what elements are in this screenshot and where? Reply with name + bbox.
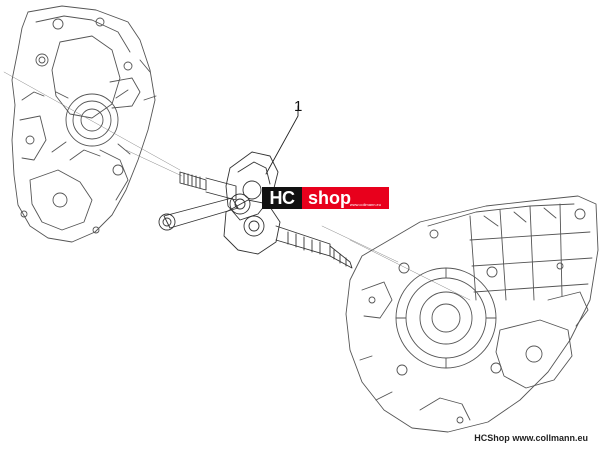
left-crankcase-half [11,5,157,243]
crankshaft-assembly [158,151,353,269]
callout-leader-line [265,105,299,175]
hcshop-logo: HC shop www.collmann.eu [262,187,389,209]
logo-tagline: www.collmann.eu [349,202,381,207]
footer-url: www.collmann.eu [512,433,588,443]
footer-credit: HCShop www.collmann.eu [474,433,588,443]
alignment-lines [3,71,471,301]
logo-shop-text: shop www.collmann.eu [302,187,389,209]
footer-brand: HCShop [474,433,510,443]
logo-shop-label: shop [308,187,351,208]
part-number-callout: 1 [294,98,303,115]
right-crankcase-half [345,195,599,433]
logo-hc-text: HC [262,187,302,209]
